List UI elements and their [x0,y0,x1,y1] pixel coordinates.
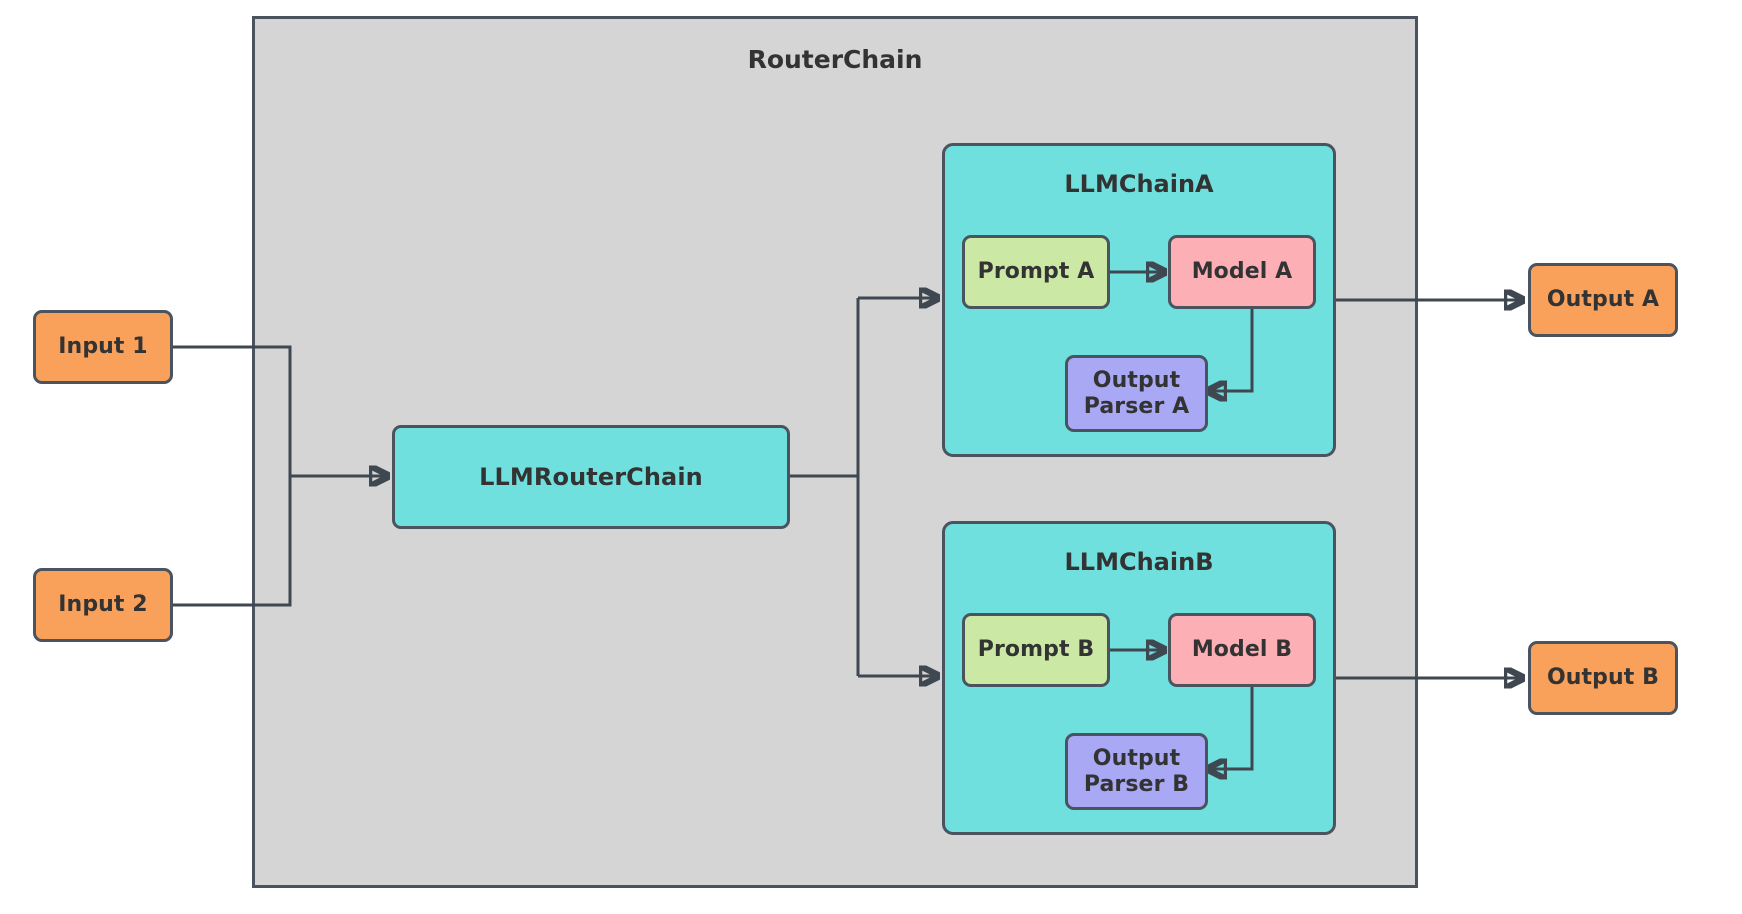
prompt-b-label: Prompt B [977,637,1095,663]
llm-chain-b-title: LLMChainB [1064,548,1214,576]
output-parser-b-node[interactable]: Output Parser B [1065,733,1208,810]
output-parser-a-label-line1: Output [1092,367,1181,393]
output-a-label: Output A [1546,287,1660,313]
input-1-node[interactable]: Input 1 [33,310,173,384]
model-a-node[interactable]: Model A [1168,235,1316,309]
input-1-label: Input 1 [58,334,148,360]
output-parser-a-node[interactable]: Output Parser A [1065,355,1208,432]
output-parser-b-label-line1: Output [1092,745,1181,771]
prompt-a-label: Prompt A [977,259,1095,285]
model-a-label: Model A [1191,259,1293,285]
input-2-label: Input 2 [58,592,148,618]
llm-router-chain-label: LLMRouterChain [479,462,703,491]
router-chain-title: RouterChain [747,45,923,74]
output-b-label: Output B [1546,665,1660,691]
model-b-node[interactable]: Model B [1168,613,1316,687]
output-parser-a-label-line2: Parser A [1083,393,1190,419]
prompt-a-node[interactable]: Prompt A [962,235,1110,309]
llm-chain-a-title: LLMChainA [1064,170,1214,198]
output-parser-b-label-line2: Parser B [1083,771,1190,797]
prompt-b-node[interactable]: Prompt B [962,613,1110,687]
llm-router-chain-node[interactable]: LLMRouterChain [392,425,790,529]
output-a-node[interactable]: Output A [1528,263,1678,337]
model-b-label: Model B [1191,637,1293,663]
input-2-node[interactable]: Input 2 [33,568,173,642]
output-b-node[interactable]: Output B [1528,641,1678,715]
